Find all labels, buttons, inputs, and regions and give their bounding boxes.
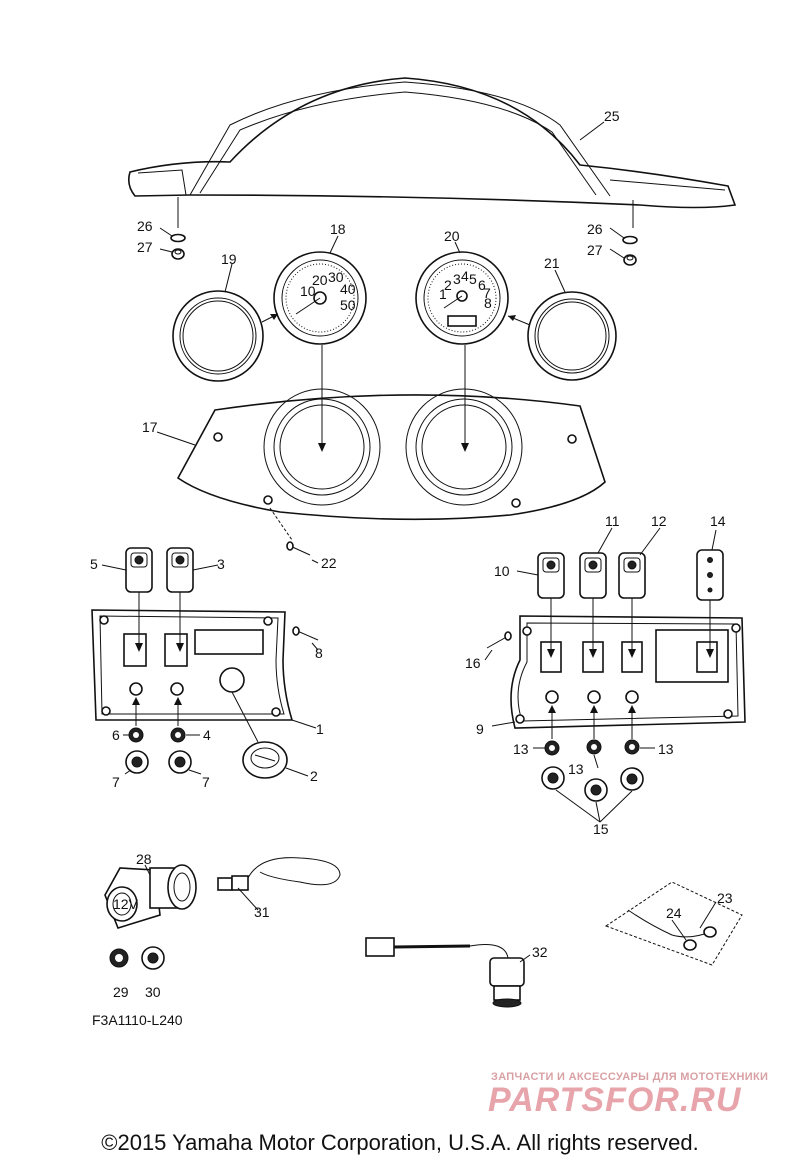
screw-22: [286, 541, 311, 556]
callout-27-left: 27: [137, 239, 153, 255]
tach-tick-6: 6: [478, 277, 486, 293]
callout-25: 25: [604, 108, 620, 124]
callout-15: 15: [593, 821, 609, 837]
harness-kit-23: [604, 881, 743, 966]
speedo-tick-10: 10: [300, 283, 316, 299]
rocker-switch-14: [696, 549, 724, 601]
callout-2: 2: [310, 768, 318, 784]
speedo-tick-30: 30: [328, 269, 344, 285]
tach-tick-5: 5: [469, 271, 477, 287]
tach-tick-2: 2: [444, 277, 452, 293]
watermark-tagline: ЗАПЧАСТИ И АКСЕССУАРЫ ДЛЯ МОТОТЕХНИКИ: [491, 1071, 769, 1083]
figure-code: F3A1110-L240: [92, 1012, 183, 1028]
tach-tick-7: 7: [483, 285, 491, 301]
grommet-15-c: [620, 767, 644, 791]
callout-10: 10: [494, 563, 510, 579]
grommet-7-left: [125, 750, 149, 774]
callout-16: 16: [465, 655, 481, 671]
callout-26-right: 26: [587, 221, 603, 237]
indicator-light-13-b: [586, 739, 602, 755]
callout-20: 20: [444, 228, 460, 244]
rocker-switch-12: [618, 552, 646, 599]
callout-22: 22: [321, 555, 337, 571]
callout-5: 5: [90, 556, 98, 572]
screw-8: [292, 626, 319, 641]
watermark-logo: PARTSFOR.RU: [488, 1081, 742, 1119]
indicator-light-13-a: [544, 740, 560, 756]
tach-tick-3: 3: [453, 271, 461, 287]
nut-27-right: [623, 254, 637, 266]
dash-cover-part: [128, 77, 737, 209]
callout-9: 9: [476, 721, 484, 737]
rocker-switch-3: [166, 547, 194, 593]
switch-harness-32: [365, 937, 525, 1008]
grommet-7-right: [168, 750, 192, 774]
nut-29: [109, 948, 129, 968]
gauge-panel-17: [176, 388, 606, 521]
washer-30: [141, 946, 165, 970]
callout-26-left: 26: [137, 218, 153, 234]
callout-27-right: 27: [587, 242, 603, 258]
indicator-light-13-c: [624, 739, 640, 755]
indicator-light-6: [128, 727, 144, 743]
speedometer-gauge-18: 20 30 40 10 50: [273, 251, 367, 345]
callout-7-right: 7: [202, 774, 210, 790]
rocker-switch-5: [125, 547, 153, 593]
speedo-tick-20: 20: [312, 272, 328, 288]
tach-tick-4: 4: [461, 268, 469, 284]
callout-21: 21: [544, 255, 560, 271]
callout-19: 19: [221, 251, 237, 267]
callout-17: 17: [142, 419, 158, 435]
speedo-tick-40: 40: [340, 281, 356, 297]
washer-26-left: [170, 233, 186, 243]
callout-31: 31: [254, 904, 270, 920]
speedo-tick-50: 50: [340, 297, 356, 313]
nut-27-left: [171, 248, 185, 260]
power-socket-28: 12V: [104, 864, 197, 929]
switch-panel-right-9: [510, 615, 746, 729]
callout-30: 30: [145, 984, 161, 1000]
cap-2: [242, 741, 288, 779]
washer-26-right: [622, 235, 638, 245]
callout-13-c: 13: [658, 741, 674, 757]
socket-12v-label: 12V: [113, 896, 139, 912]
tach-tick-8: 8: [484, 295, 492, 311]
grommet-15-a: [541, 766, 565, 790]
callout-28: 28: [136, 851, 152, 867]
wire-lead-31: [217, 857, 341, 891]
callout-29: 29: [113, 984, 129, 1000]
callout-24: 24: [666, 905, 682, 921]
rocker-switch-10: [537, 552, 565, 599]
indicator-light-4: [170, 727, 186, 743]
callout-1: 1: [316, 721, 324, 737]
callout-13-b: 13: [568, 761, 584, 777]
callout-32: 32: [532, 944, 548, 960]
callout-14: 14: [710, 513, 726, 529]
callout-6: 6: [112, 727, 120, 743]
callout-12: 12: [651, 513, 667, 529]
callout-7-left: 7: [112, 774, 120, 790]
callout-23: 23: [717, 890, 733, 906]
tachometer-gauge-20: 3 4 5 6 2 7 1 8: [415, 251, 509, 345]
callout-11: 11: [605, 513, 620, 529]
gauge-bezel-21: [527, 291, 617, 381]
copyright-notice: ©2015 Yamaha Motor Corporation, U.S.A. A…: [101, 1130, 699, 1155]
callout-3: 3: [217, 556, 225, 572]
grommet-15-b: [584, 778, 608, 802]
rocker-switch-11: [579, 552, 607, 599]
callout-13-a: 13: [513, 741, 529, 757]
callout-18: 18: [330, 221, 346, 237]
gauge-bezel-19: [172, 290, 264, 382]
tach-tick-1: 1: [439, 286, 447, 302]
switch-panel-left-1: [91, 609, 294, 721]
callout-4: 4: [203, 727, 211, 743]
screw-16: [486, 631, 512, 649]
callout-8: 8: [315, 645, 323, 661]
